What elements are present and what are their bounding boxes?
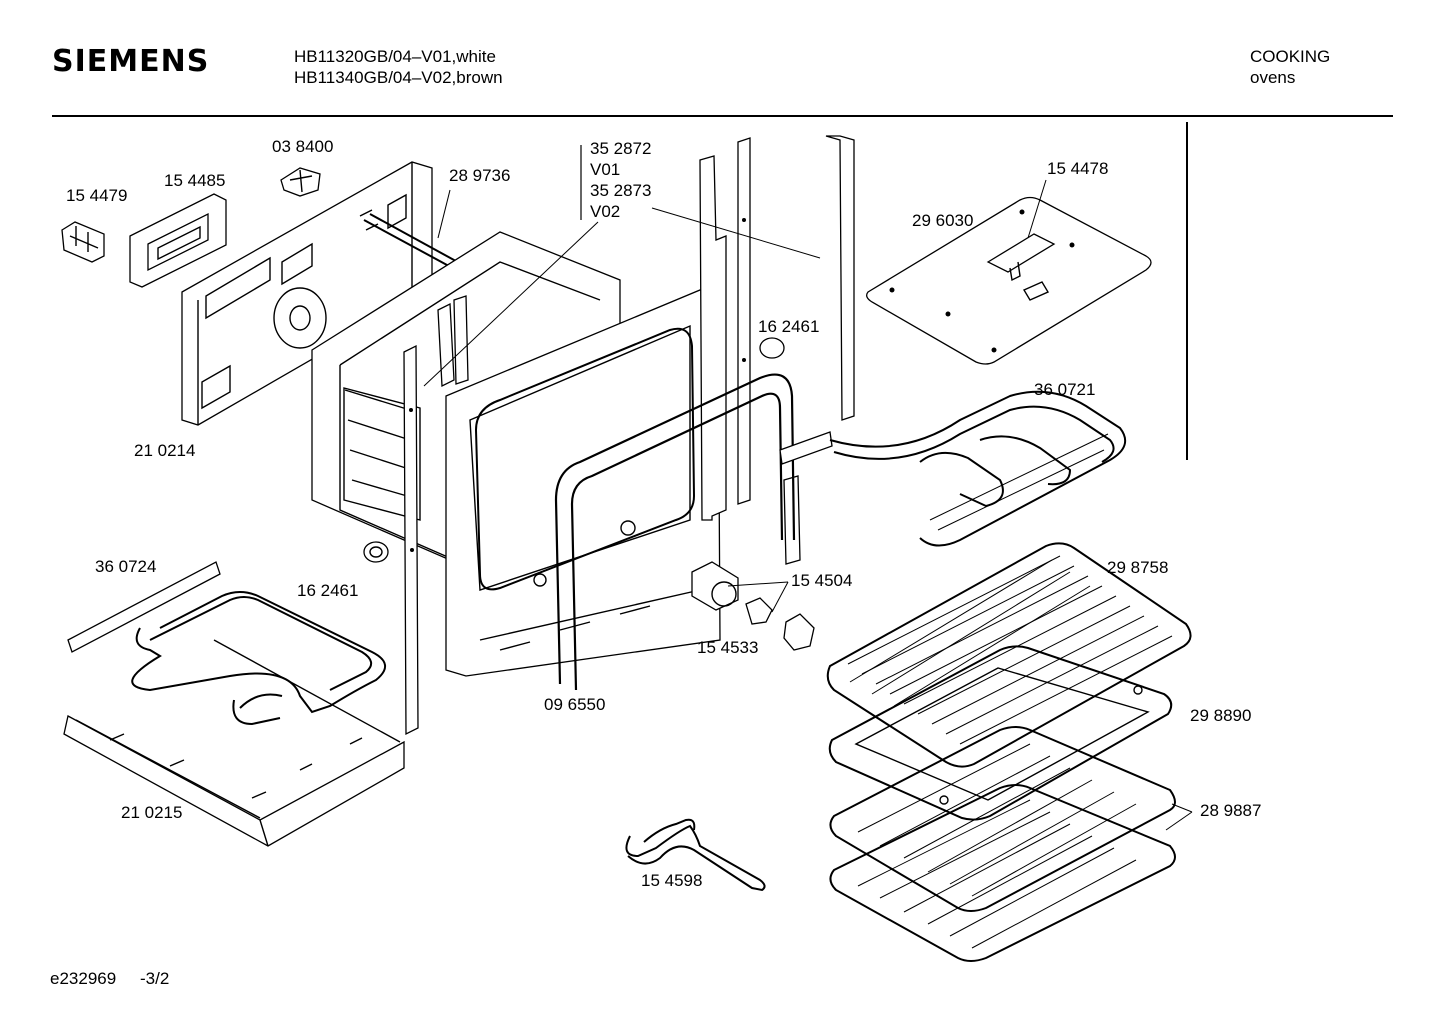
part-210215-bottom-tray — [63, 639, 405, 847]
part-label-360724: 36 0724 — [95, 557, 157, 576]
part-162461-lamp-cover-lower — [363, 541, 389, 563]
part-label-210214: 21 0214 — [134, 441, 196, 460]
part-360724-bottom-element — [67, 561, 386, 726]
part-154478-bracket — [986, 233, 1056, 282]
part-352873-side-runner — [437, 295, 469, 388]
part-154533-lamp — [745, 597, 773, 625]
part-038400-clip — [280, 167, 321, 197]
part-154485-switch — [129, 193, 227, 288]
brand-logo: SIEMENS — [52, 44, 210, 79]
part-096550-door-seal — [554, 373, 796, 691]
part-label-162461-lower: 16 2461 — [297, 581, 359, 600]
part-289887-wire-racks — [829, 726, 1176, 962]
oven-front-frame — [445, 289, 721, 677]
subcategory-label: ovens — [1250, 68, 1296, 87]
part-label-360721: 36 0721 — [1034, 380, 1096, 399]
page-indicator: -3/2 — [140, 969, 170, 988]
model-line-1: HB11320GB/04–V01,white — [294, 47, 496, 66]
part-label-296030: 29 6030 — [912, 211, 974, 230]
model-line-2: HB11340GB/04–V02,brown — [294, 68, 503, 87]
part-label-154533: 15 4533 — [697, 638, 759, 657]
part-352872-side-runner — [403, 344, 419, 736]
part-label-154598: 15 4598 — [641, 871, 703, 890]
part-label-096550: 09 6550 — [544, 695, 606, 714]
part-352873-tall-rail — [783, 135, 855, 565]
part-154598-clip-tool — [625, 818, 766, 892]
part-296030-cover-plate — [866, 196, 1152, 365]
variant-label-v01: V01 — [590, 160, 621, 179]
part-298890-baking-tray — [828, 645, 1173, 821]
part-352872-tall-rail — [699, 137, 751, 521]
category-label: COOKING — [1250, 47, 1331, 66]
drawing-id: e232969 — [50, 969, 117, 988]
part-label-154504: 15 4504 — [791, 571, 853, 590]
part-label-154479: 15 4479 — [66, 186, 128, 205]
part-label-289887: 28 9887 — [1200, 801, 1262, 820]
part-154504-lamp-holder — [691, 561, 815, 651]
part-label-352872: 35 2872 — [590, 139, 652, 158]
part-label-289736: 28 9736 — [449, 166, 511, 185]
part-label-210215: 21 0215 — [121, 803, 183, 822]
part-label-038400: 03 8400 — [272, 137, 334, 156]
part-label-162461-upper: 16 2461 — [758, 317, 820, 336]
part-298758-wire-shelf — [826, 542, 1192, 768]
variant-label-v02: V02 — [590, 202, 621, 221]
leader-lines — [423, 179, 1193, 831]
part-label-154485: 15 4485 — [164, 171, 226, 190]
part-label-298758: 29 8758 — [1107, 558, 1169, 577]
part-154479-clip — [61, 221, 105, 263]
part-label-154478: 15 4478 — [1047, 159, 1109, 178]
part-360721-grill-element — [779, 390, 1127, 547]
part-label-298890: 29 8890 — [1190, 706, 1252, 725]
part-162461-lamp-cover-upper — [759, 337, 785, 359]
part-label-352873: 35 2873 — [590, 181, 652, 200]
